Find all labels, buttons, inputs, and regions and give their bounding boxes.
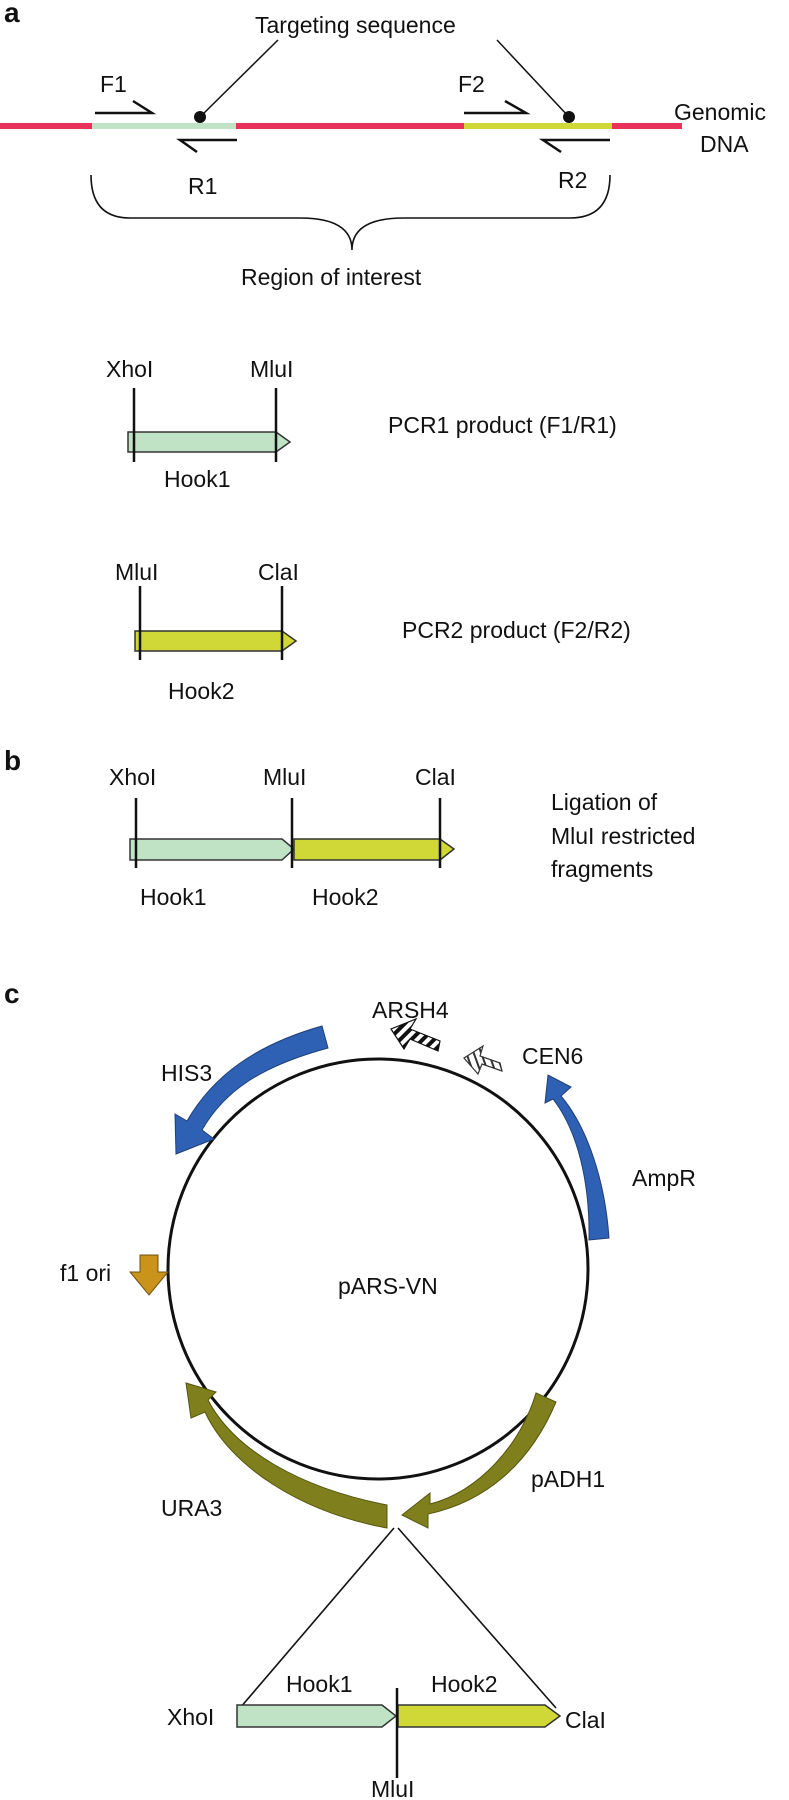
pcr1-site-mlui: MluI bbox=[250, 356, 293, 382]
ligation-site-mlui: MluI bbox=[263, 764, 306, 790]
insert-hook1-arrow bbox=[236, 1704, 398, 1728]
insert-line-right bbox=[397, 1527, 557, 1709]
targeting-dot-2 bbox=[563, 111, 575, 123]
primer-r1-arrow bbox=[176, 138, 237, 154]
ampr-label: AmpR bbox=[632, 1165, 696, 1191]
panel-label-c: c bbox=[4, 978, 20, 1009]
ligation-hook1-label: Hook1 bbox=[140, 884, 206, 910]
insert-hook2-label: Hook2 bbox=[431, 1671, 497, 1697]
insert-hook2-arrow bbox=[397, 1704, 562, 1728]
primer-r1-label: R1 bbox=[188, 173, 217, 199]
pcr2-hook-label: Hook2 bbox=[168, 678, 234, 704]
ligated-hook1-arrow bbox=[129, 838, 296, 861]
ampr-arrow bbox=[544, 1074, 610, 1241]
ligation-caption-3: fragments bbox=[551, 856, 653, 882]
padh1-arrow bbox=[401, 1392, 557, 1529]
insert-hook1-label: Hook1 bbox=[286, 1671, 352, 1697]
panel-a: a F1 R1 F2 R2 Targeting sequence Genomic… bbox=[0, 0, 766, 704]
cen6-label: CEN6 bbox=[522, 1043, 583, 1069]
ligation-hook2-label: Hook2 bbox=[312, 884, 378, 910]
ligated-hook2-arrow bbox=[293, 838, 456, 861]
panel-label-a: a bbox=[4, 0, 20, 28]
primer-f2-label: F2 bbox=[458, 71, 485, 97]
insert-line-left bbox=[239, 1527, 395, 1709]
ligation-caption-2: MluI restricted bbox=[551, 823, 695, 849]
hook1-arrow bbox=[127, 431, 292, 453]
his3-label: HIS3 bbox=[161, 1060, 212, 1086]
plasmid-name: pARS-VN bbox=[338, 1273, 438, 1299]
primer-f2-arrow bbox=[464, 99, 531, 115]
padh1-label: pADH1 bbox=[531, 1466, 605, 1492]
ura3-arrow bbox=[185, 1382, 388, 1529]
cen6-arrow bbox=[463, 1044, 503, 1076]
f1-ori-arrow bbox=[128, 1254, 170, 1296]
genomic-dna-label-2: DNA bbox=[700, 131, 749, 157]
pcr2-site-mlui: MluI bbox=[115, 559, 158, 585]
primer-r2-arrow bbox=[538, 138, 610, 154]
panel-label-b: b bbox=[4, 745, 21, 776]
ligation-caption-1: Ligation of bbox=[551, 789, 658, 815]
pcr2-product: MluI ClaI Hook2 PCR2 product (F2/R2) bbox=[115, 559, 631, 704]
ligation-site-clai: ClaI bbox=[415, 764, 456, 790]
ura3-label: URA3 bbox=[161, 1495, 222, 1521]
pcr1-site-xhoi: XhoI bbox=[106, 356, 153, 382]
panel-b: b XhoI MluI ClaI Hook1 Hook2 Ligation of… bbox=[4, 745, 695, 910]
insert-clai-label: ClaI bbox=[565, 1707, 606, 1733]
targeting-sequence-label: Targeting sequence bbox=[255, 12, 456, 38]
primer-r2-label: R2 bbox=[558, 167, 587, 193]
panel-c: c pARS-VN ARSH4 CEN6 HIS3 AmpR f1 ori UR… bbox=[4, 978, 696, 1800]
primer-f1-label: F1 bbox=[100, 71, 127, 97]
insert-mlui-label: MluI bbox=[371, 1776, 414, 1800]
f1-ori-label: f1 ori bbox=[60, 1260, 111, 1286]
plasmid-circle bbox=[166, 1057, 590, 1481]
arsh4-arrow bbox=[390, 1017, 441, 1052]
targeting-dot-1 bbox=[194, 111, 206, 123]
his3-arrow bbox=[174, 1025, 329, 1155]
pcr1-caption: PCR1 product (F1/R1) bbox=[388, 412, 617, 438]
primer-f1-arrow bbox=[95, 99, 157, 115]
arsh4-label: ARSH4 bbox=[372, 997, 449, 1023]
genomic-dna-label-1: Genomic bbox=[674, 99, 766, 125]
pcr2-caption: PCR2 product (F2/R2) bbox=[402, 617, 631, 643]
pcr1-hook-label: Hook1 bbox=[164, 466, 230, 492]
region-of-interest-label: Region of interest bbox=[241, 264, 422, 290]
region-brace bbox=[90, 174, 611, 251]
pcr1-product: XhoI MluI Hook1 PCR1 product (F1/R1) bbox=[106, 356, 617, 492]
insert-xhoi-label: XhoI bbox=[167, 1704, 214, 1730]
targeting-pointer-2 bbox=[496, 39, 570, 118]
targeting-pointer-1 bbox=[199, 39, 279, 118]
hook2-arrow bbox=[134, 630, 298, 652]
ligation-site-xhoi: XhoI bbox=[109, 764, 156, 790]
pcr2-site-clai: ClaI bbox=[258, 559, 299, 585]
